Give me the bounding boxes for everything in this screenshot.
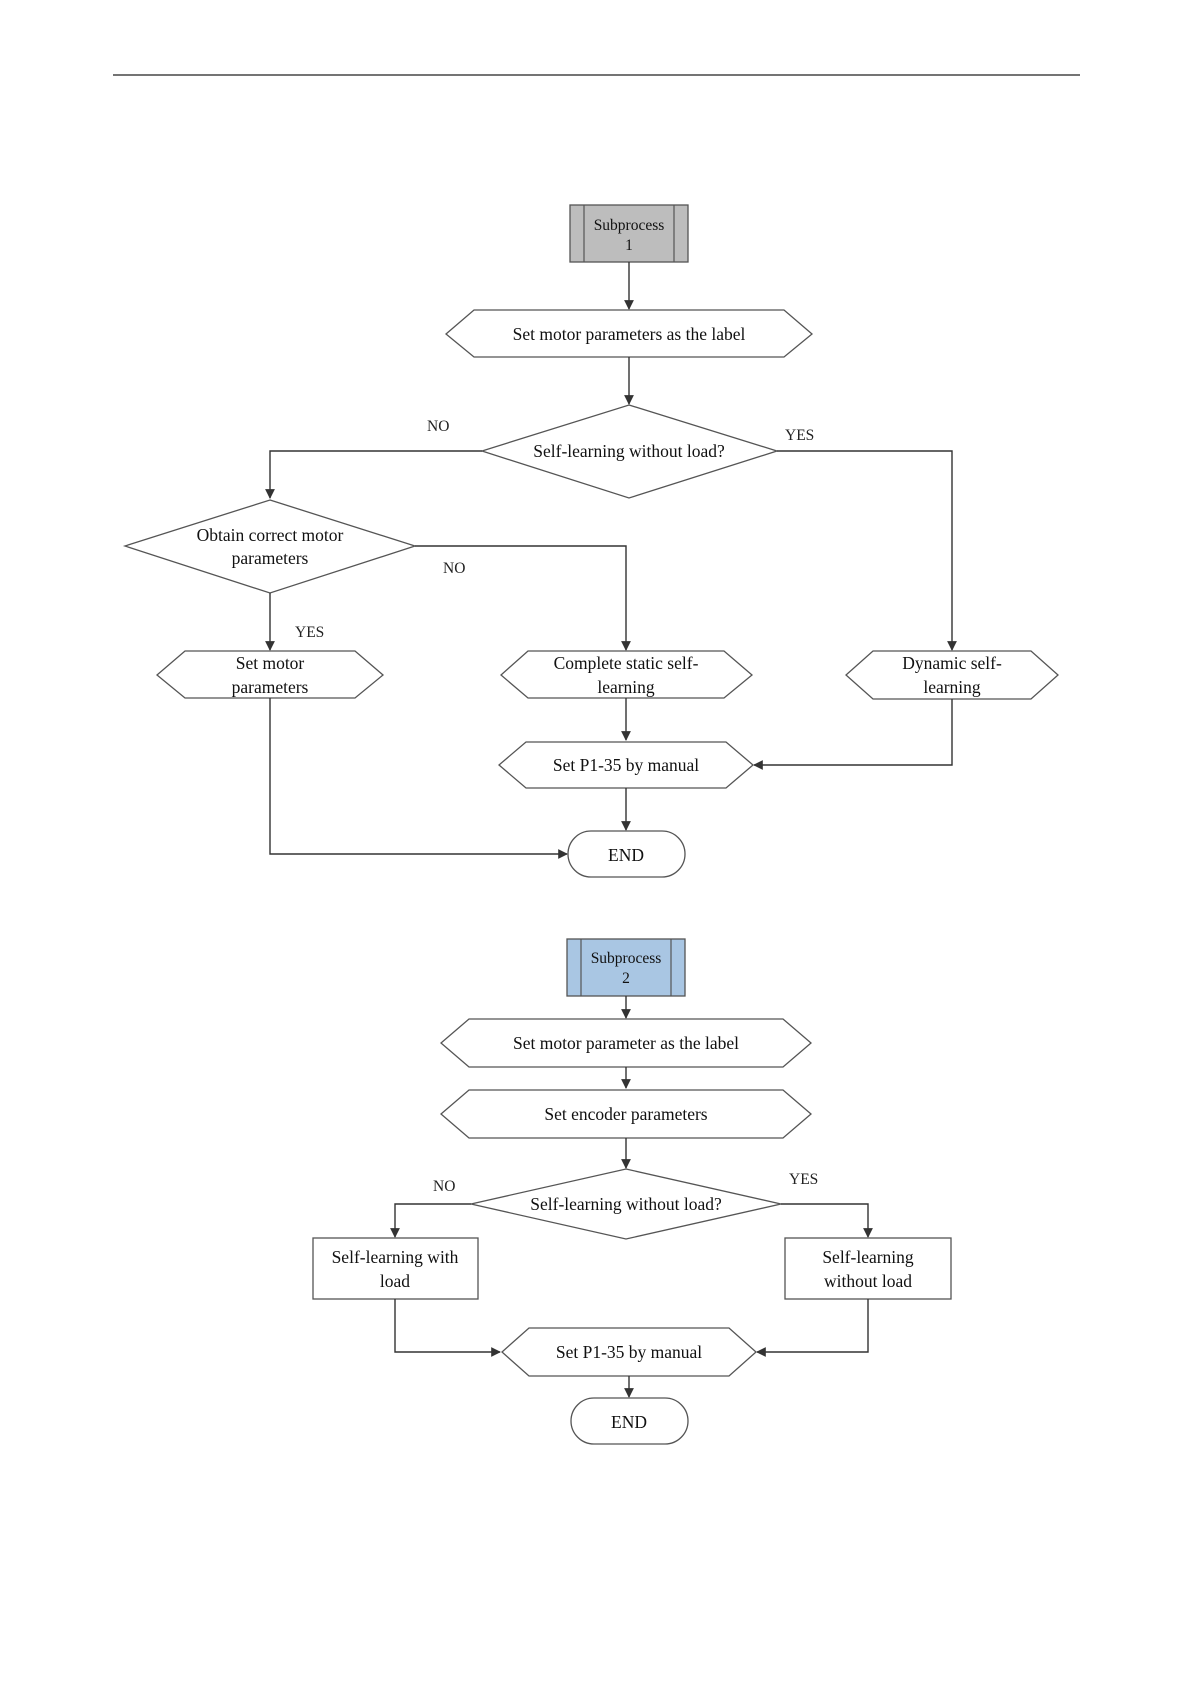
flow1-obtain-decision: Obtain correct motor parameters — [122, 499, 418, 594]
flow1-no-label: NO — [427, 418, 449, 435]
flow1-set-motor-line2: parameters — [232, 677, 309, 697]
flow1-dynamic-step: Dynamic self- learning — [845, 650, 1059, 700]
flow1-set-label-step: Set motor parameters as the label — [444, 309, 814, 358]
flow1-set-motor-line1: Set motor — [236, 653, 305, 673]
flow1-obtain-line2: parameters — [232, 548, 309, 568]
flow1-end-shape — [567, 830, 686, 878]
flow2: Subprocess 2 Set motor parameter as the … — [312, 938, 952, 1445]
flow2-subprocess-box: Subprocess 2 — [566, 938, 686, 997]
flow2-without-load-step: Self-learning without load — [784, 1237, 952, 1300]
flow2-subprocess-line1: Subprocess — [591, 950, 662, 967]
flow1-set-motor-step: Set motor parameters — [155, 650, 385, 699]
flow2-without-load-line2: without load — [824, 1271, 912, 1291]
flow1-set-p135-text: Set P1-35 by manual — [553, 755, 699, 775]
flow2-decision: Self-learning without load? — [470, 1168, 782, 1240]
flow1-decision: Self-learning without load? — [479, 404, 780, 499]
flow2-arrow-with-load-to-p135 — [394, 1299, 501, 1357]
flow1-set-label-shape — [444, 309, 814, 358]
flow1-set-p135-shape — [497, 741, 755, 789]
flow2-set-label-shape — [440, 1018, 812, 1068]
flow1-subprocess-line2: 1 — [625, 237, 633, 254]
flow1-static-line1: Complete static self- — [554, 653, 699, 673]
flow1-obtain-no-label: NO — [443, 560, 465, 577]
flow2-end-shape — [570, 1397, 689, 1445]
flow1-decision-shape — [479, 404, 780, 499]
flow2-set-p135-shape — [501, 1327, 757, 1377]
flow1-arrow-dynamic-to-p135 — [753, 699, 953, 770]
flow2-end-text: END — [611, 1412, 647, 1432]
flow1-arrow-set-motor-to-end — [269, 698, 568, 859]
flow1-end-text: END — [608, 845, 644, 865]
flow2-set-label-step: Set motor parameter as the label — [440, 1018, 812, 1068]
flow1-obtain-shape — [122, 499, 418, 594]
flow2-end-terminal: END — [570, 1397, 689, 1445]
flow1: Subprocess 1 Set motor parameters as the… — [122, 204, 1059, 878]
flow2-set-label-text: Set motor parameter as the label — [513, 1033, 739, 1053]
flow1-arrow-decision-yes — [777, 450, 957, 651]
flow2-subprocess-fill — [566, 938, 686, 997]
flow2-set-p135-text: Set P1-35 by manual — [556, 1342, 702, 1362]
flow2-with-load-line2: load — [380, 1271, 410, 1291]
flow1-arrow-obtain-no — [415, 545, 631, 651]
flow2-with-load-step: Self-learning with load — [312, 1237, 479, 1300]
flow2-without-load-shape — [784, 1237, 952, 1300]
flow2-without-load-line1: Self-learning — [822, 1247, 914, 1267]
flow1-subprocess-box: Subprocess 1 — [569, 204, 689, 263]
flow1-yes-label: YES — [785, 427, 814, 444]
flow1-dynamic-line1: Dynamic self- — [902, 653, 1002, 673]
flow1-dynamic-shape — [845, 650, 1059, 700]
flow2-arrow-decision-no — [390, 1203, 471, 1238]
flow1-static-line2: learning — [597, 677, 655, 697]
flow2-arrow-without-load-to-p135 — [756, 1299, 869, 1357]
flow2-set-encoder-step: Set encoder parameters — [440, 1089, 812, 1139]
flow2-with-load-shape — [312, 1237, 479, 1300]
flow1-dynamic-line2: learning — [923, 677, 981, 697]
flow1-static-shape — [500, 650, 754, 699]
flow2-decision-text: Self-learning without load? — [530, 1194, 722, 1214]
flow2-no-label: NO — [433, 1178, 455, 1195]
flow1-decision-text: Self-learning without load? — [533, 441, 725, 461]
flow2-set-encoder-shape — [440, 1089, 812, 1139]
flow1-obtain-line1: Obtain correct motor — [197, 525, 344, 545]
flow1-set-p135-step: Set P1-35 by manual — [497, 741, 755, 789]
flow1-set-label-text: Set motor parameters as the label — [513, 324, 746, 344]
flow2-decision-shape — [470, 1168, 782, 1240]
flow1-arrow-decision-no — [265, 450, 482, 499]
flow2-arrow-decision-yes — [781, 1203, 873, 1238]
flow2-yes-label: YES — [789, 1171, 818, 1188]
flow1-end-terminal: END — [567, 830, 686, 878]
flow1-obtain-yes-label: YES — [295, 624, 324, 641]
flow1-subprocess-line1: Subprocess — [594, 217, 665, 234]
flow2-set-p135-step: Set P1-35 by manual — [501, 1327, 757, 1377]
flow2-subprocess-line2: 2 — [622, 970, 630, 987]
flow1-static-step: Complete static self- learning — [500, 650, 754, 699]
flow2-with-load-line1: Self-learning with — [332, 1247, 459, 1267]
flow1-set-motor-shape — [155, 650, 385, 699]
flow2-set-encoder-text: Set encoder parameters — [544, 1104, 707, 1124]
